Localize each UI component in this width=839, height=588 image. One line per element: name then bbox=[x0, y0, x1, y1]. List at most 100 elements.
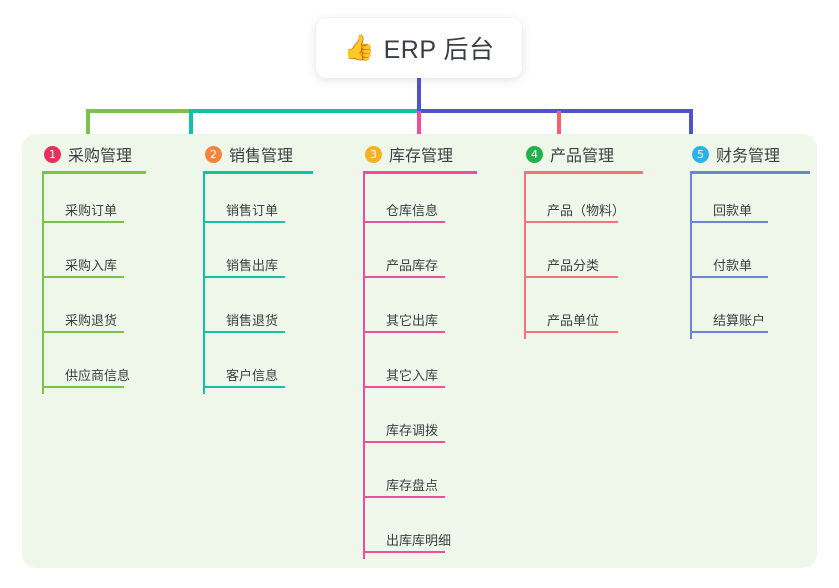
item-underline bbox=[363, 496, 445, 498]
branch-underline bbox=[203, 171, 313, 174]
branch-item[interactable]: 库存调拨 bbox=[363, 394, 513, 449]
branch-header-2[interactable]: 2 销售管理 bbox=[203, 134, 353, 174]
item-underline bbox=[363, 441, 445, 443]
item-label: 销售出库 bbox=[226, 258, 279, 273]
item-spine bbox=[363, 339, 365, 394]
branch-item[interactable]: 销售出库 bbox=[203, 229, 353, 284]
item-underline bbox=[363, 551, 445, 553]
item-spine bbox=[690, 284, 692, 339]
item-spine bbox=[524, 174, 526, 229]
item-spine bbox=[203, 284, 205, 339]
item-underline bbox=[42, 276, 124, 278]
branch-item[interactable]: 采购入库 bbox=[42, 229, 192, 284]
item-label: 结算账户 bbox=[713, 313, 766, 328]
branch-item[interactable]: 产品单位 bbox=[524, 284, 684, 339]
item-spine bbox=[524, 284, 526, 339]
branch-item[interactable]: 结算账户 bbox=[690, 284, 835, 339]
connector-bar-blue bbox=[417, 109, 693, 113]
item-label: 产品（物料） bbox=[547, 203, 626, 218]
item-label: 仓库信息 bbox=[386, 203, 439, 218]
item-spine bbox=[203, 339, 205, 394]
item-spine bbox=[42, 339, 44, 394]
branch-item[interactable]: 采购订单 bbox=[42, 174, 192, 229]
branch-item[interactable]: 其它入库 bbox=[363, 339, 513, 394]
item-spine bbox=[42, 174, 44, 229]
branch-title: 销售管理 bbox=[229, 148, 294, 165]
item-spine bbox=[363, 504, 365, 559]
item-underline bbox=[363, 386, 445, 388]
root-title: ERP 后台 bbox=[383, 36, 495, 64]
branch-item[interactable]: 供应商信息 bbox=[42, 339, 192, 394]
item-underline bbox=[203, 221, 285, 223]
item-label: 库存盘点 bbox=[386, 478, 439, 493]
item-label: 产品分类 bbox=[547, 258, 600, 273]
branch-item[interactable]: 客户信息 bbox=[203, 339, 353, 394]
branch-item-list: 产品（物料） 产品分类产品单位 bbox=[524, 174, 684, 339]
branch-column-2: 2 销售管理销售订单销售出库销售退货客户信息 bbox=[203, 134, 353, 394]
item-underline bbox=[42, 386, 124, 388]
branch-underline bbox=[524, 171, 643, 174]
item-spine bbox=[363, 449, 365, 504]
item-label: 销售订单 bbox=[226, 203, 279, 218]
root-node[interactable]: 👍 ERP 后台 bbox=[316, 18, 522, 78]
connector-bar-teal bbox=[189, 109, 419, 113]
branch-underline bbox=[363, 171, 477, 174]
item-underline bbox=[203, 331, 285, 333]
item-label: 采购入库 bbox=[65, 258, 118, 273]
branch-item[interactable]: 产品（物料） bbox=[524, 174, 684, 229]
item-spine bbox=[363, 284, 365, 339]
connector-stub-5 bbox=[689, 111, 693, 139]
item-underline bbox=[363, 221, 445, 223]
item-label: 客户信息 bbox=[226, 368, 279, 383]
item-underline bbox=[524, 221, 618, 223]
item-underline bbox=[42, 221, 124, 223]
item-underline bbox=[690, 331, 768, 333]
item-spine bbox=[203, 229, 205, 284]
connector-stub-4 bbox=[557, 111, 561, 139]
branch-item[interactable]: 采购退货 bbox=[42, 284, 192, 339]
branch-item[interactable]: 出库库明细 bbox=[363, 504, 513, 559]
item-label: 其它入库 bbox=[386, 368, 439, 383]
item-underline bbox=[363, 276, 445, 278]
branch-number-badge: 1 bbox=[44, 145, 61, 163]
connector-stub-3 bbox=[417, 111, 421, 139]
item-spine bbox=[363, 174, 365, 229]
branch-underline bbox=[42, 171, 146, 174]
branch-item[interactable]: 付款单 bbox=[690, 229, 835, 284]
connector-bar-green bbox=[86, 109, 191, 113]
item-label: 付款单 bbox=[713, 258, 753, 273]
branch-item[interactable]: 销售订单 bbox=[203, 174, 353, 229]
item-label: 采购退货 bbox=[65, 313, 118, 328]
item-spine bbox=[690, 229, 692, 284]
item-underline bbox=[524, 276, 618, 278]
item-label: 库存调拨 bbox=[386, 423, 439, 438]
item-label: 供应商信息 bbox=[65, 368, 131, 383]
branch-item[interactable]: 仓库信息 bbox=[363, 174, 513, 229]
branch-number-badge: 2 bbox=[205, 145, 222, 163]
branch-title: 财务管理 bbox=[716, 148, 781, 165]
item-underline bbox=[203, 386, 285, 388]
branch-item[interactable]: 销售退货 bbox=[203, 284, 353, 339]
item-label: 销售退货 bbox=[226, 313, 279, 328]
branch-item[interactable]: 产品库存 bbox=[363, 229, 513, 284]
branch-item[interactable]: 回款单 bbox=[690, 174, 835, 229]
item-label: 采购订单 bbox=[65, 203, 118, 218]
branch-item[interactable]: 产品分类 bbox=[524, 229, 684, 284]
item-spine bbox=[363, 229, 365, 284]
item-underline bbox=[690, 276, 768, 278]
branch-item[interactable]: 其它出库 bbox=[363, 284, 513, 339]
item-spine bbox=[690, 174, 692, 229]
thumbs-up-icon: 👍 bbox=[343, 33, 375, 62]
item-label: 回款单 bbox=[713, 203, 753, 218]
branch-item[interactable]: 库存盘点 bbox=[363, 449, 513, 504]
connector-stub-2 bbox=[189, 111, 193, 139]
item-spine bbox=[203, 174, 205, 229]
